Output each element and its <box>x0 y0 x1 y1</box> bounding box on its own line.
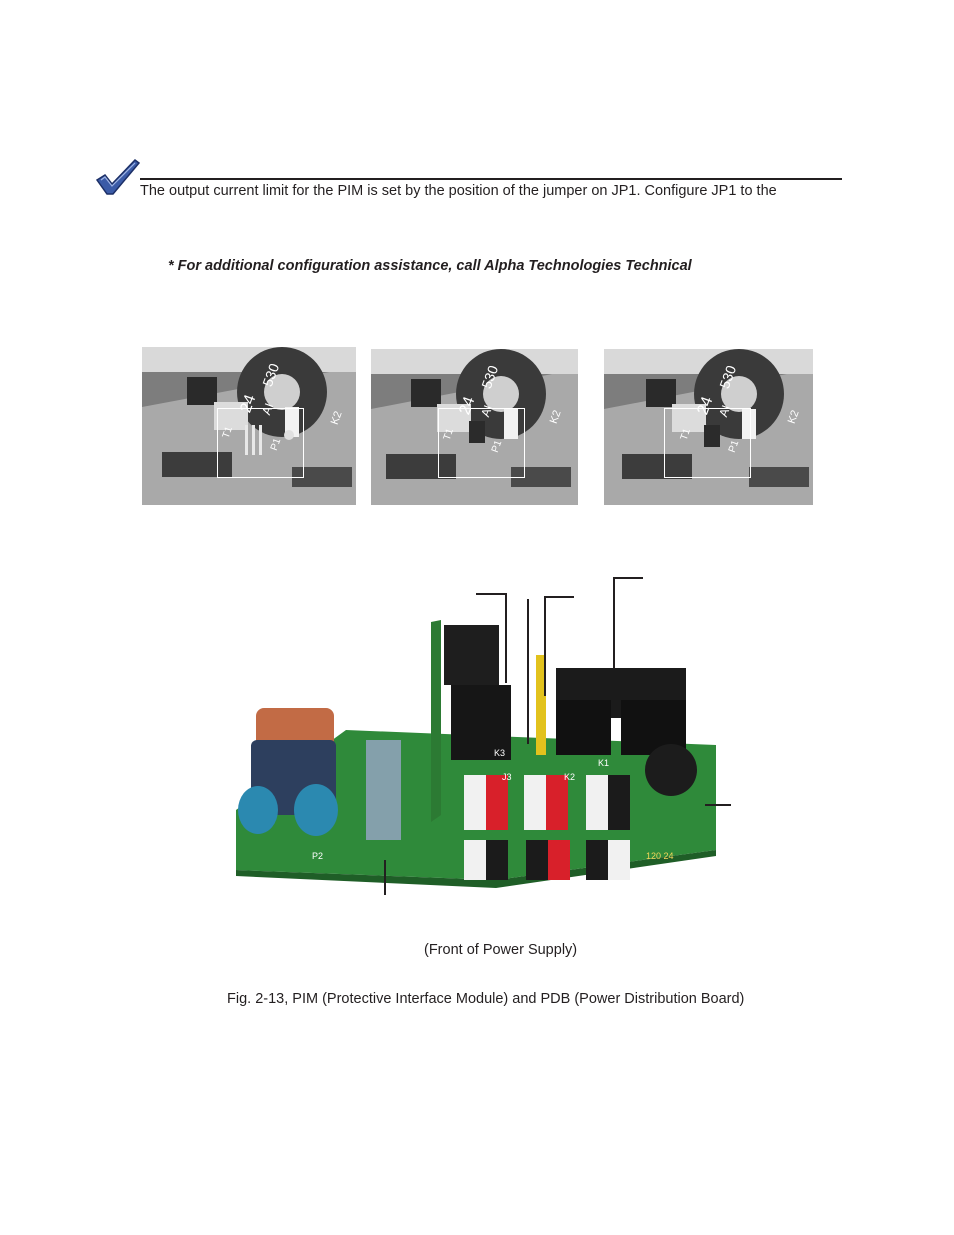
callout-line <box>544 596 574 598</box>
callout-line <box>527 599 529 744</box>
callout-line <box>705 804 731 806</box>
jumper-highlight-box <box>217 408 304 478</box>
callout-line <box>613 577 615 669</box>
silk-p2: P2 <box>312 851 324 861</box>
silk-k2: K2 <box>564 772 576 782</box>
silk-120-24: 120 24 <box>646 851 674 861</box>
jumper-photo-1: 24 530 AI K2 T1 P1 <box>142 347 356 505</box>
pim-pdb-board-photo: K3 J3 K2 K1 P2 120 24 <box>236 600 720 890</box>
callout-line <box>613 577 643 579</box>
note-rule <box>140 178 842 180</box>
jumper-photo-2: 24 530 AI K2 T1 P1 <box>371 349 578 505</box>
callout-line <box>505 593 507 683</box>
callout-line <box>384 860 386 895</box>
silk-k1: K1 <box>598 758 610 768</box>
assistance-note: * For additional configuration assistanc… <box>168 258 692 274</box>
figure-caption: Fig. 2-13, PIM (Protective Interface Mod… <box>227 991 745 1007</box>
callout-line <box>544 596 546 696</box>
checkmark-icon <box>95 159 141 195</box>
callout-line <box>476 593 506 595</box>
jumper-highlight-box <box>438 408 525 478</box>
silk-k3: K3 <box>494 748 506 758</box>
silk-j3: J3 <box>502 772 512 782</box>
jumper-photo-3: 24 530 AI K2 T1 P1 <box>604 349 813 505</box>
note-text: The output current limit for the PIM is … <box>140 183 777 199</box>
jumper-highlight-box <box>664 408 751 478</box>
front-caption: (Front of Power Supply) <box>424 942 578 958</box>
